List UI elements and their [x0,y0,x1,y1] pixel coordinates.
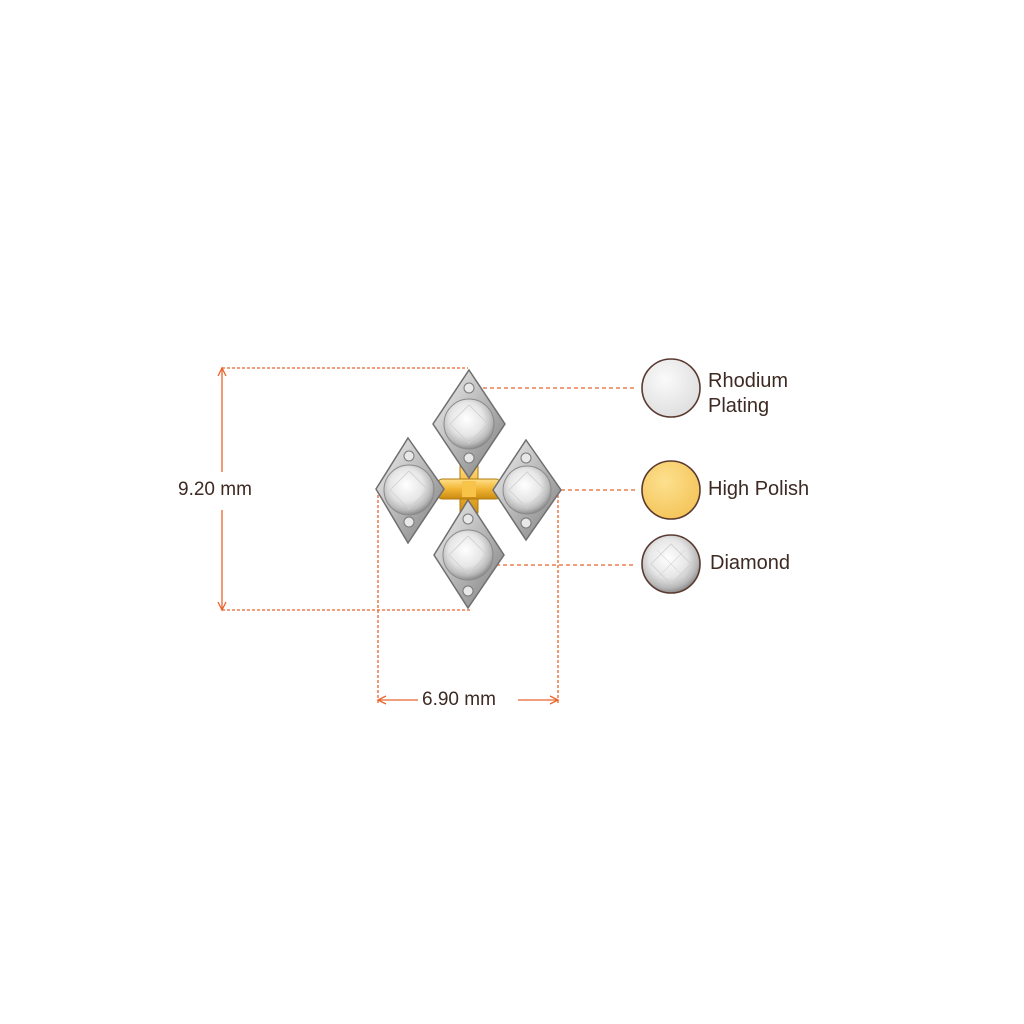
diamond-swatch [641,534,701,594]
top-setting [432,368,506,480]
left-setting [375,436,445,545]
diamond-label: Diamond [710,552,791,574]
high-polish-label: High Polish [708,478,810,500]
width-dimension-label: 6.90 mm [422,689,496,711]
right-setting [492,438,562,542]
bottom-setting [433,498,505,610]
width-dimension [376,490,560,705]
height-dimension-label: 9.20 mm [178,479,252,501]
leader-lines [476,387,636,566]
height-dimension [217,366,470,612]
high-polish-swatch [641,460,701,520]
rhodium-label-line1: Rhodium [708,370,789,392]
rhodium-swatch [641,358,701,418]
rhodium-label-line2: Plating [708,395,770,417]
earring [375,368,562,610]
rhodium-plating-label: Rhodium Plating [708,369,788,419]
